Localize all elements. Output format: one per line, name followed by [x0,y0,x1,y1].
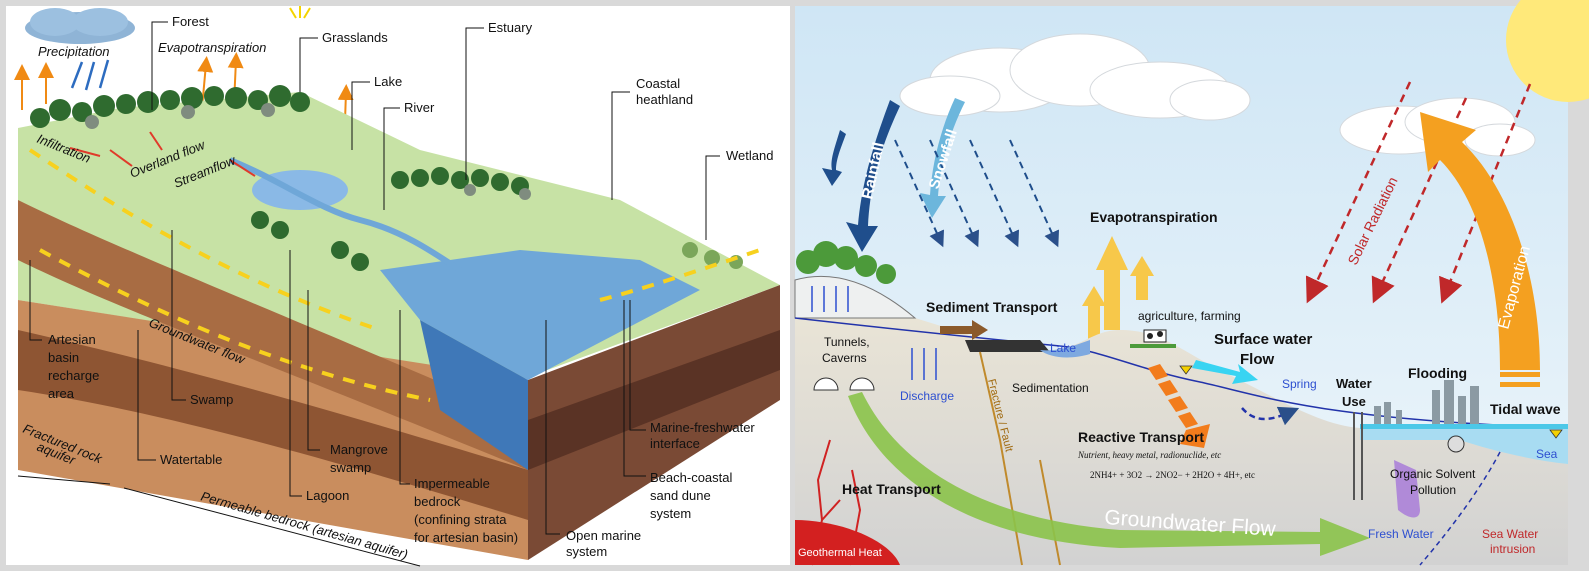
label-organic-2: Pollution [1410,483,1456,497]
label-evapotranspiration: Evapotranspiration [1090,209,1218,225]
trees-icon [796,241,896,284]
estuary-water [380,250,700,380]
label-precipitation: Precipitation [38,44,110,59]
label-artesian-2: basin [48,350,79,365]
label-sea-water-1: Sea Water [1482,527,1538,541]
rainfall-arrow [822,100,900,252]
label-open-marine-1: Open marine [566,528,641,543]
right-panel: Rainfall Snowfall Solar Radiation Evapor… [794,0,1589,566]
label-heat-transport: Heat Transport [842,481,941,497]
label-swamp: Swamp [190,392,233,407]
label-lagoon: Lagoon [306,488,349,503]
label-estuary: Estuary [488,20,533,35]
label-artesian-4: area [48,386,75,401]
dimension-lines [17,475,421,567]
label-tunnels-1: Tunnels, [824,335,870,349]
water-use-well [1353,412,1363,500]
label-lake: Lake [374,74,402,89]
label-reactive-sub: Nutrient, heavy metal, radionuclide, etc [1077,450,1221,460]
label-artesian-3: recharge [48,368,99,383]
label-impermeable-3: (confining strata [414,512,507,527]
snowfall-arrow [920,98,965,218]
discharge-arrows [911,348,937,380]
surface-water-flow-arrow [1192,360,1258,384]
sediment-layer [965,340,1050,352]
infiltration-arrows-left [811,286,849,312]
evaporation-arrow [1420,112,1540,387]
river [228,157,462,273]
label-impermeable-2: bedrock [414,494,461,509]
groundwater-flow-arrow [848,392,1370,556]
label-artesian-1: Artesian [48,332,96,347]
evapotranspiration-arrows [1082,236,1154,340]
label-tidal-wave: Tidal wave [1490,401,1561,417]
watertable-marker [1179,365,1193,375]
pollution-plume [1394,460,1420,518]
label-sediment-transport: Sediment Transport [926,299,1058,315]
label-grasslands: Grasslands [322,30,388,45]
lake-water [1040,340,1090,358]
label-water-use-2: Use [1342,394,1366,409]
label-evapotranspiration: Evapotranspiration [158,40,266,55]
forest-trees [30,85,529,271]
label-mangrove-2: swamp [330,460,371,475]
reactive-transport-arrow [1148,364,1210,448]
city-icon [1374,380,1479,424]
label-sea: Sea [1536,447,1558,461]
sea-water [1360,428,1568,464]
sediment-transport-arrow [940,320,988,340]
label-spring: Spring [1282,377,1317,391]
label-fresh-water: Fresh Water [1368,527,1434,541]
label-impermeable-1: Impermeable [414,476,490,491]
label-flooding: Flooding [1408,365,1467,381]
label-discharge: Discharge [900,389,954,403]
rain-arrows [70,59,110,91]
label-surface-flow-2: Flow [1240,351,1274,368]
label-marine-fw-1: Marine-freshwater [650,420,755,435]
label-reaction-equation: 2NH4+ + 3O2 → 2NO2− + 2H2O + 4H+, etc [1090,470,1255,480]
tunnels-icon [813,377,875,391]
label-beach-3: system [650,506,691,521]
label-mangrove-1: Mangrove [330,442,388,457]
groundwater-flow-arrows [28,148,761,402]
label-geothermal: Geothermal Heat [798,547,882,559]
label-open-marine-2: system [566,544,607,559]
label-coastal-1: Coastal [636,76,680,91]
sun-icon [1506,0,1589,102]
label-beach-2: sand dune [650,488,711,503]
label-river: River [404,100,435,115]
sun-icon [289,6,311,19]
label-marine-fw-2: interface [650,436,700,451]
label-coastal-2: heathland [636,92,693,107]
label-agriculture: agriculture, farming [1138,309,1241,323]
precipitation-dashed [894,139,1060,248]
label-sea-water-2: intrusion [1490,542,1535,556]
leader-lines [29,21,720,535]
overland-flow-arrows [69,131,256,177]
watertable-marker-sea [1549,429,1563,439]
geothermal-heat [795,520,900,565]
cow-icon [1143,329,1167,343]
label-wetland: Wetland [726,148,773,163]
label-watertable: Watertable [160,452,222,467]
label-water-use-1: Water [1336,376,1372,391]
cloud-large [899,33,1251,121]
left-panel: Precipitation Forest Evapotranspiration … [6,6,790,567]
label-organic-1: Organic Solvent [1390,467,1476,481]
label-impermeable-4: for artesian basin) [414,530,518,545]
pollution-icon [1447,435,1465,453]
label-beach-1: Beach-coastal [650,470,732,485]
cloud-icon [25,8,135,44]
label-sedimentation: Sedimentation [1012,381,1089,395]
label-surface-flow-1: Surface water [1214,331,1313,348]
label-lake: Lake [1050,341,1076,355]
label-reactive-transport: Reactive Transport [1078,429,1204,445]
label-forest: Forest [172,14,209,29]
label-tunnels-2: Caverns [822,351,867,365]
